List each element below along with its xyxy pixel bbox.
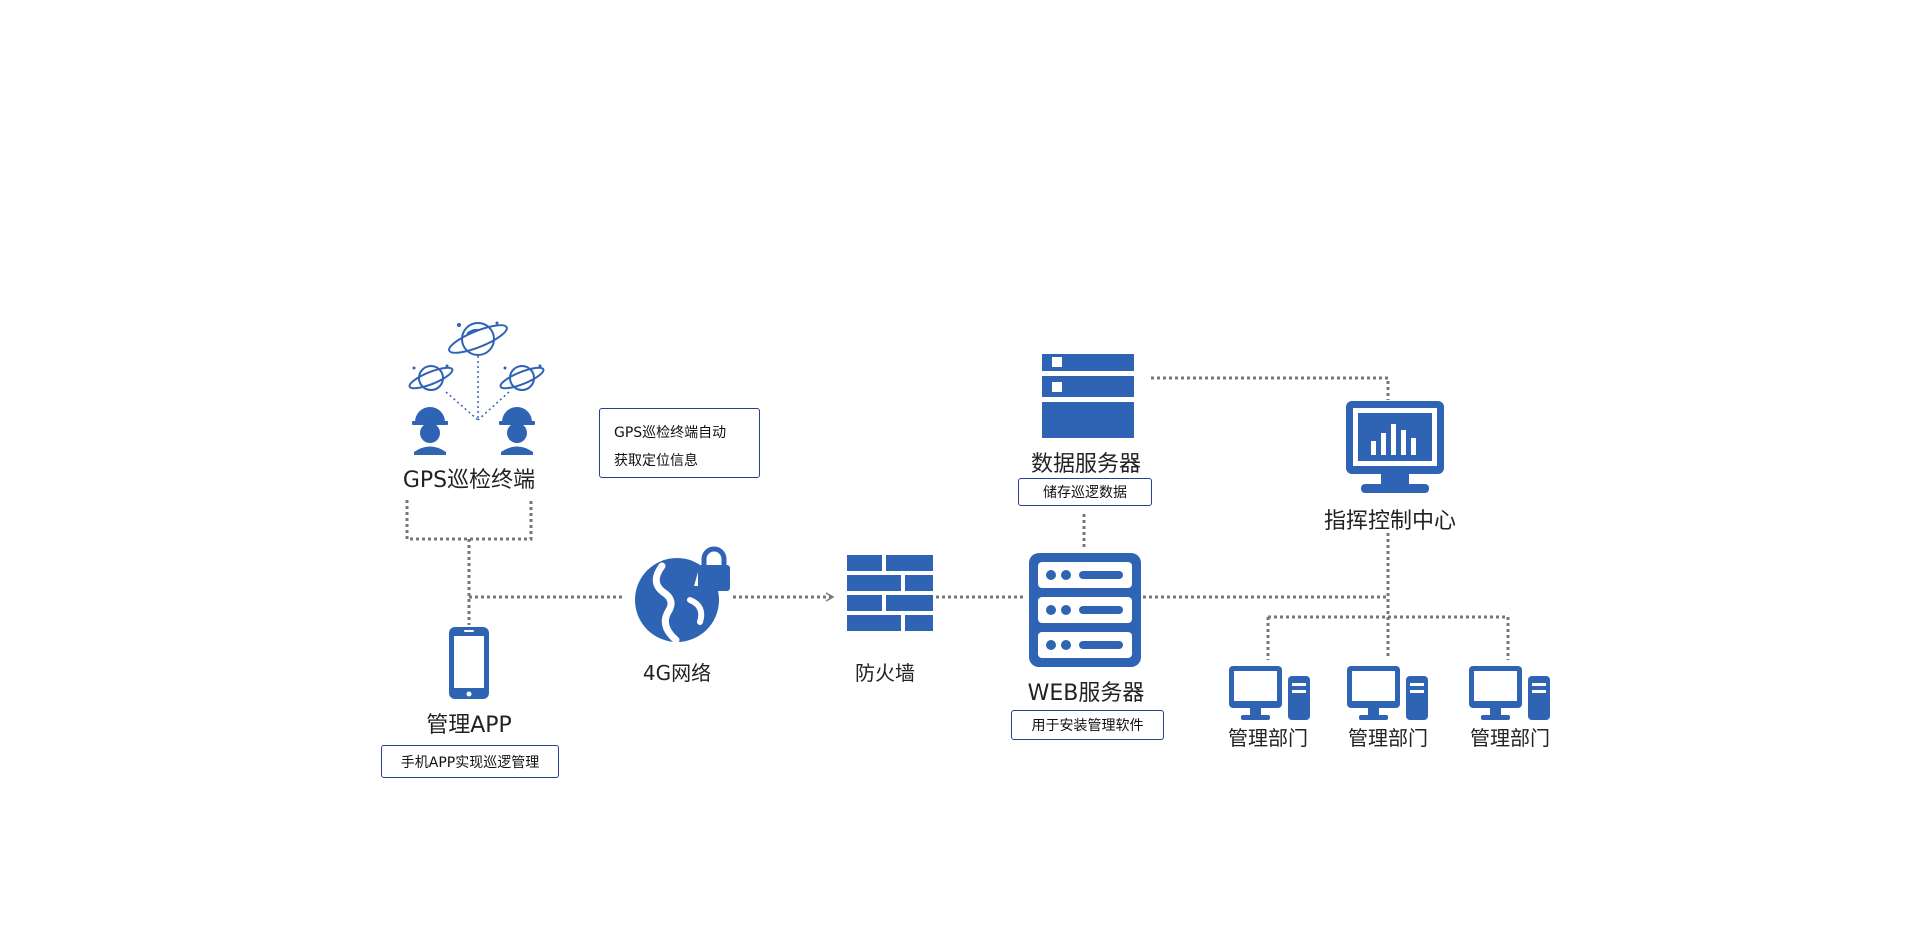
- connectors: [405, 376, 1510, 660]
- department-label-1: 管理部门: [1228, 726, 1308, 750]
- satellite-icon: [448, 321, 508, 356]
- note-app-management: 手机APP实现巡逻管理: [381, 745, 559, 778]
- department-label-3: 管理部门: [1470, 726, 1550, 750]
- worker-icon: [412, 407, 448, 455]
- manage-app-label: 管理APP: [426, 713, 512, 738]
- network-4g-label: 4G网络: [642, 661, 712, 685]
- firewall-brick-icon: [847, 555, 933, 631]
- monitor-chart-icon: [1346, 401, 1444, 493]
- satellite-icon: [408, 364, 454, 391]
- note-install-software: 用于安装管理软件: [1011, 710, 1164, 740]
- note-gps-auto-line-2: 获取定位信息: [614, 453, 698, 469]
- worker-icon: [499, 407, 535, 455]
- globe-lock-icon: [635, 546, 730, 644]
- firewall-label: 防火墙: [855, 661, 915, 685]
- desktop-computer-icon: [1229, 666, 1310, 720]
- data-server-label: 数据服务器: [1030, 452, 1142, 477]
- inspector-satellite-icon: [408, 321, 545, 421]
- desktop-computer-icon: [1469, 666, 1550, 720]
- satellite-icon: [499, 364, 545, 391]
- smartphone-icon: [449, 627, 489, 699]
- note-gps-auto-location: GPS巡检终端自动 获取定位信息: [599, 408, 760, 478]
- department-label-2: 管理部门: [1348, 726, 1428, 750]
- web-server-icon: [1029, 553, 1141, 667]
- gps-terminal-label: GPS巡检终端: [402, 468, 536, 493]
- connector-gps-bracket: [405, 500, 533, 541]
- command-center-label: 指挥控制中心: [1323, 509, 1457, 534]
- note-data-storage: 储存巡逻数据: [1018, 478, 1152, 506]
- note-gps-auto-line-1: GPS巡检终端自动: [614, 425, 727, 441]
- desktop-computer-icon: [1347, 666, 1428, 720]
- server-stack-icon: [1042, 354, 1134, 438]
- web-server-label: WEB服务器: [1027, 681, 1145, 706]
- connector-data-to-center: [1151, 376, 1390, 400]
